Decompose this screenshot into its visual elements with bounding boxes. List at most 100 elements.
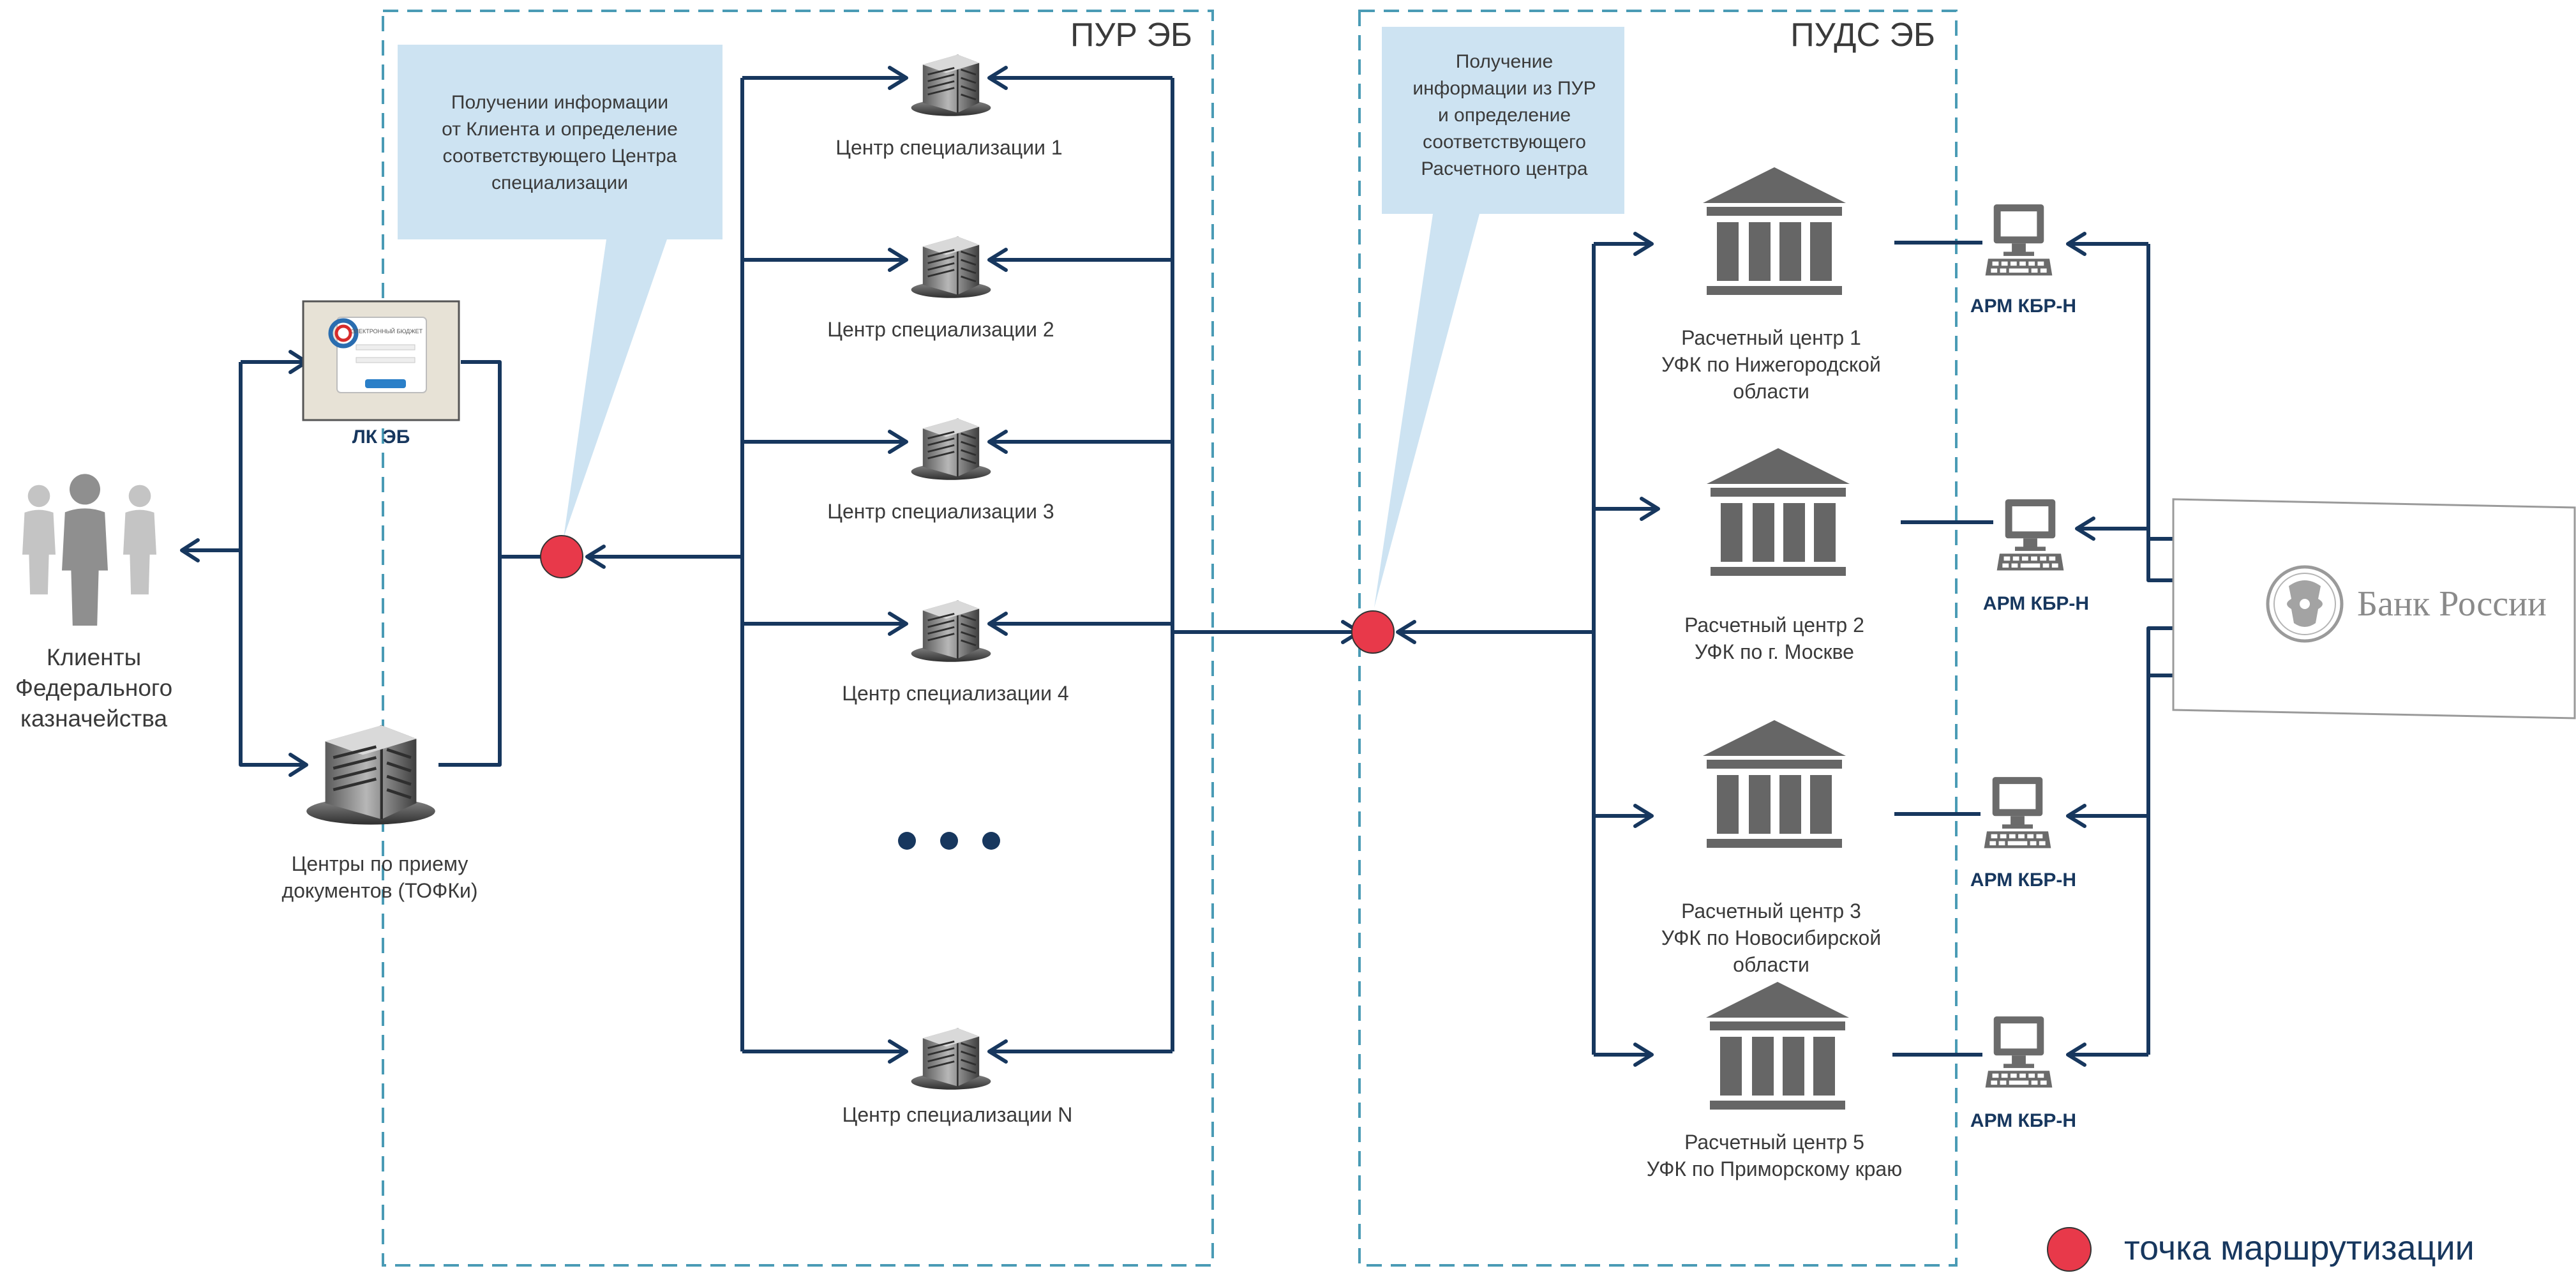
spec-row-2: [742, 248, 1172, 272]
pur-callout-bubble: [398, 45, 723, 538]
edge-clients-fork: [239, 362, 306, 767]
pur-zone: ПУР ЭБ: [382, 10, 1214, 1267]
arm-terminal-3: АРМ КБР-Н: [1970, 777, 2076, 891]
puds-callout: Получение информации из ПУР и определени…: [1374, 27, 1624, 608]
people-icon: [22, 474, 156, 626]
settlement-label-line-2: УФК по Нижегородской: [1661, 353, 1881, 376]
pur-zone-title: ПУР ЭБ: [1070, 17, 1192, 54]
settlement-label-line-3: области: [1733, 380, 1809, 403]
spec-center-1: Центр специализации 1: [835, 54, 1063, 159]
spec-center-3: Центр специализации 3: [827, 418, 1054, 523]
settlement-label-line-1: Расчетный центр 3: [1681, 900, 1861, 923]
puds-callout-line-1: Получение: [1456, 51, 1553, 72]
legend-label: точка маршрутизации: [2124, 1229, 2475, 1267]
arm-terminal-2: АРМ КБР-Н: [1983, 499, 2089, 614]
puds-callout-line-4: соответствующего: [1423, 132, 1586, 153]
arrow-to-rp2: [1396, 620, 1416, 644]
settlement-label-line-2: УФК по г. Москве: [1695, 640, 1854, 663]
bank-of-russia-node: Банк России: [2172, 498, 2576, 719]
lk-login-field: [356, 344, 416, 350]
arm-label: АРМ КБР-Н: [1970, 296, 2076, 317]
lk-label: ЛК ЭБ: [352, 426, 410, 448]
pur-callout-line-1: Получении информации: [451, 92, 668, 113]
puds-zone-frame: [1358, 10, 1958, 1267]
computer-icon: [1985, 204, 2053, 276]
spec-center-label: Центр специализации 3: [827, 500, 1054, 523]
lk-password-field: [356, 357, 416, 363]
bank-emblem-icon: [2266, 565, 2344, 643]
spec-center-building-icon: [910, 54, 992, 117]
bank-building-icon: [1706, 982, 1849, 1110]
bank-building-icon: [1707, 448, 1850, 576]
settlement-label-line-1: Расчетный центр 1: [1681, 326, 1861, 349]
lk-logo-icon: [328, 318, 359, 349]
lk-screen-title: ЭЛЕКТРОННЫЙ БЮДЖЕТ: [351, 328, 423, 335]
arrow-to-rp1: [585, 545, 606, 569]
spec-row-3: [742, 430, 1172, 454]
settlement-center-1: Расчетный центр 1 УФК по Нижегородской о…: [1661, 167, 1881, 403]
pur-zone-frame: [382, 10, 1214, 1267]
routing-point-pur: [540, 535, 583, 578]
routing-point-puds: [1351, 610, 1395, 654]
settlement-center-2: Расчетный центр 2 УФК по г. Москве: [1684, 448, 1864, 663]
clients-label-line-2: Федерального: [15, 675, 172, 701]
tofk-building-icon: [306, 725, 435, 824]
puds-callout-bubble: [1374, 27, 1624, 608]
tofk-label-line-2: документов (ТОФКи): [281, 879, 477, 902]
bank-building-icon: [1703, 720, 1846, 848]
computer-icon: [1996, 499, 2064, 571]
puds-zone: ПУДС ЭБ: [1358, 10, 1958, 1267]
pur-callout-line-3: соответствующего Центра: [443, 146, 677, 167]
pur-callout: Получении информации от Клиента и опреде…: [398, 45, 723, 538]
settlement-label-line-1: Расчетный центр 5: [1684, 1131, 1864, 1154]
spec-center-building-icon: [910, 1027, 992, 1091]
settlement-center-3: Расчетный центр 3 УФК по Новосибирской о…: [1661, 720, 1881, 976]
puds-callout-line-3: и определение: [1438, 105, 1571, 126]
spec-row-1: [742, 66, 1172, 90]
tofk-node: Центры по приему документов (ТОФКи): [281, 725, 478, 902]
computer-icon: [1984, 777, 2051, 848]
clients-node: Клиенты Федерального казначейства: [15, 474, 172, 732]
settlement-label-line-2: УФК по Приморскому краю: [1647, 1157, 1902, 1180]
bank-label: Банк России: [2357, 584, 2547, 624]
spec-center-building-icon: [910, 236, 992, 299]
spec-center-4: Центр специализации 4: [842, 599, 1069, 705]
arm-label: АРМ КБР-Н: [1983, 593, 2089, 614]
lk-login-button: [365, 379, 406, 388]
arrow-to-clients: [180, 538, 200, 562]
pur-callout-line-4: специализации: [491, 172, 628, 193]
spec-row-n: [742, 1039, 1172, 1064]
ellipsis-dots: [898, 832, 1000, 850]
settlement-rows: [1594, 232, 1660, 1067]
arm-terminal-1: АРМ КБР-Н: [1970, 204, 2076, 317]
settlement-center-5: Расчетный центр 5 УФК по Приморскому кра…: [1647, 982, 1902, 1180]
edge-lk-tofk-bus: [438, 360, 502, 767]
pur-callout-line-2: от Клиента и определение: [442, 119, 678, 140]
lk-node[interactable]: ЭЛЕКТРОННЫЙ БЮДЖЕТ ЛК ЭБ: [302, 300, 460, 448]
spec-center-building-icon: [910, 599, 992, 663]
bank-building-icon: [1703, 167, 1846, 295]
arm-terminal-4: АРМ КБР-Н: [1970, 1016, 2076, 1131]
puds-zone-title: ПУДС ЭБ: [1790, 17, 1935, 54]
spec-center-label: Центр специализации 4: [842, 682, 1068, 705]
bank-panel: [2172, 498, 2576, 719]
spec-center-n: Центр специализации N: [842, 1027, 1073, 1126]
settlement-label-line-3: области: [1733, 953, 1809, 976]
spec-row-4: [742, 612, 1172, 636]
spec-center-2: Центр специализации 2: [827, 236, 1054, 341]
arm-label: АРМ КБР-Н: [1970, 870, 2076, 891]
spec-center-label: Центр специализации 2: [827, 318, 1054, 341]
legend-routing-point-icon: [2047, 1227, 2092, 1272]
puds-callout-line-5: Расчетного центра: [1421, 158, 1587, 179]
spec-center-label: Центр специализации N: [842, 1103, 1073, 1126]
spec-center-building-icon: [910, 418, 992, 481]
arm-links: [1892, 241, 1993, 1057]
spec-center-label: Центр специализации 1: [835, 136, 1062, 159]
clients-label-line-1: Клиенты: [47, 644, 141, 670]
puds-callout-line-2: информации из ПУР: [1412, 78, 1596, 99]
settlement-label-line-2: УФК по Новосибирской: [1661, 926, 1881, 949]
tofk-label-line-1: Центры по приему: [292, 852, 468, 875]
clients-label-line-3: казначейства: [20, 705, 168, 732]
legend: точка маршрутизации: [2047, 1227, 2475, 1272]
